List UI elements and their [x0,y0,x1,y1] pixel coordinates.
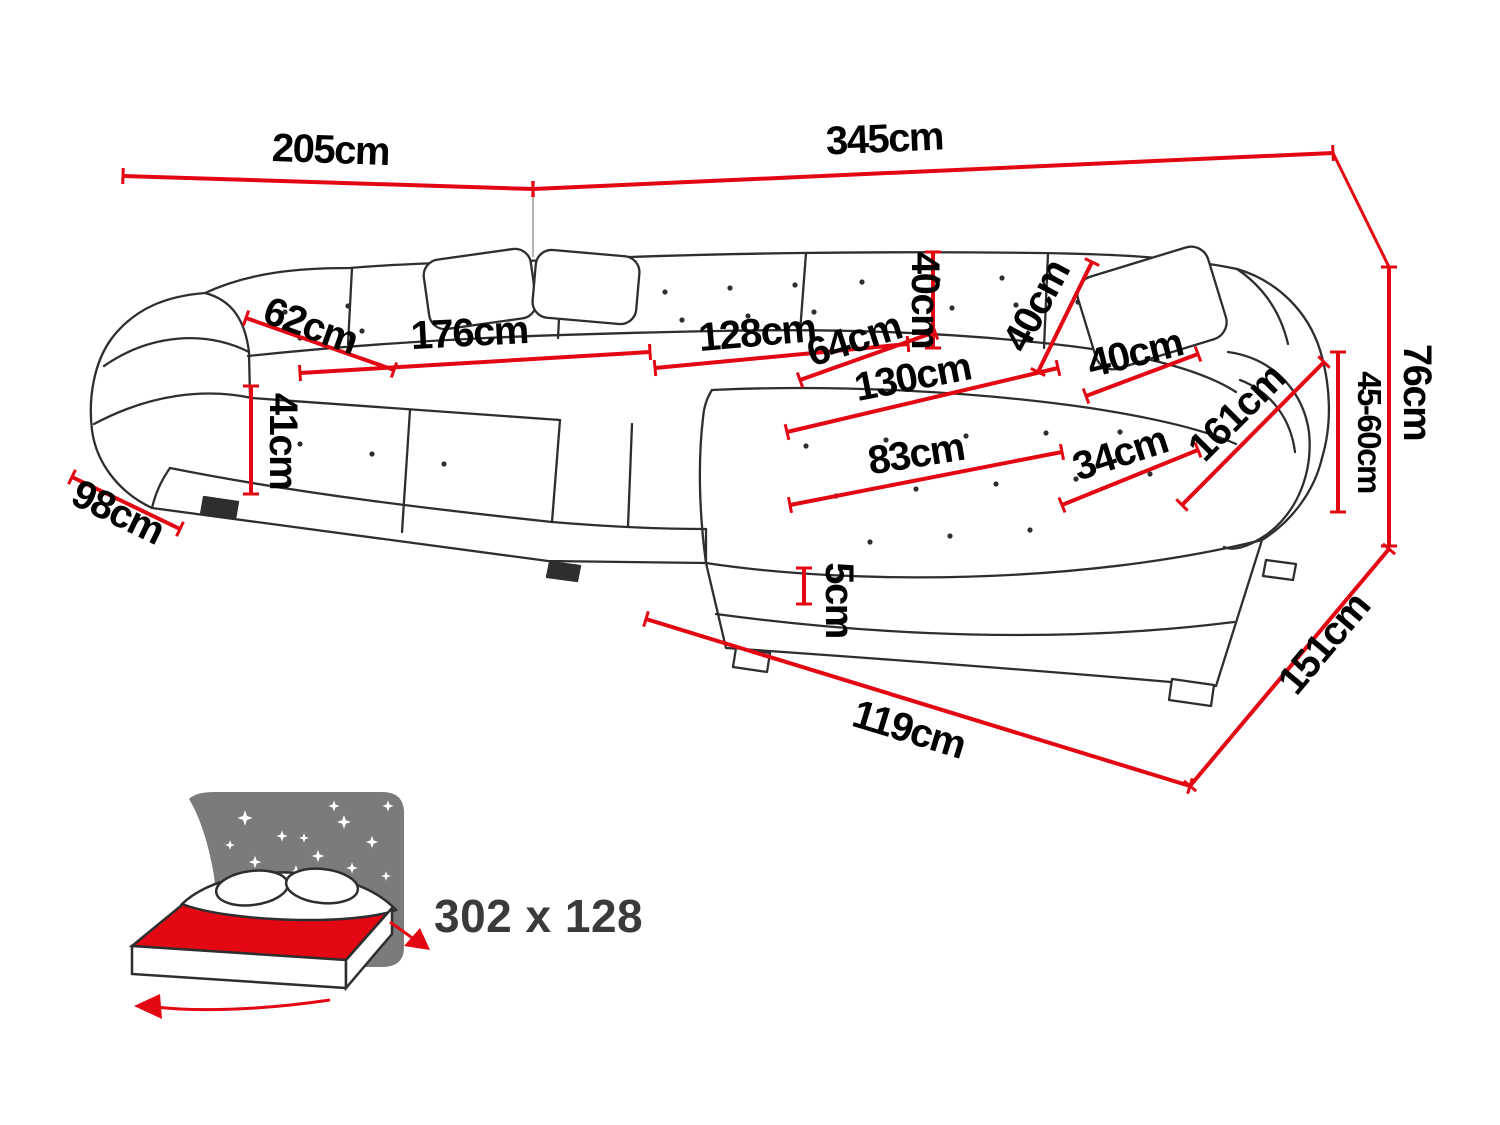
back-cushion-seam [798,251,808,334]
dimension-height: 76cm [1381,265,1439,548]
dimension-backrest-height-label: 40cm [903,252,947,348]
dimension-leg-height-label: 5cm [817,562,861,638]
dimension-left-width: 205cm [121,126,535,198]
sofa-foot [545,560,582,583]
dimension-connector [1331,152,1391,268]
sofa-foot [199,495,240,521]
dimension-right-depth-label: 151cm [1270,585,1379,703]
left-seat-seam [400,408,412,534]
dimension-left-seat-length: 176cm [298,308,652,382]
left-seat-rear-edge [250,396,562,422]
middle-seat-seam [626,422,634,529]
dimension-leg-height: 5cm [796,562,861,638]
sofa-foot [1167,677,1216,708]
bed-pillow-right [284,867,360,905]
dimension-armrest-height: 45-60cm [1330,350,1388,514]
sofa-foot [1261,558,1298,582]
bed-mattress-side [344,904,394,992]
seat-front-top-edge [168,466,708,531]
bed-unfold-arrow-left [155,998,331,1012]
right-chaise-left-edge [698,388,714,565]
sleeping-area-label: 302 x 128 [434,890,643,942]
dimension-front-width-label: 345cm [825,114,944,163]
bed-unfold-arrow-left-head [134,994,162,1019]
dimension-backrest-height: 40cm [903,250,947,350]
back-pillow-middle [531,248,641,326]
bed-unfold-arrow-right-head [404,928,430,950]
left-arm-pad-top [102,337,251,368]
dimension-seat-height: 41cm [243,384,305,496]
sleeping-area-icon: 302 x 128 [128,792,643,1019]
dimension-armrest-height-label: 45-60cm [1351,371,1388,493]
right-arm-roll-top [1235,267,1290,346]
dimension-front-width: 345cm [531,114,1335,198]
dimension-height-label: 76cm [1395,344,1439,440]
dimension-left-seat-length-label: 176cm [410,308,529,358]
dimension-left-width-label: 205cm [271,126,390,174]
dimension-right-chaise-front-label: 119cm [847,692,970,768]
dimension-seat-height-label: 41cm [261,393,305,489]
corner-seat-seam [550,418,562,524]
left-arm-pad-front [92,392,254,426]
